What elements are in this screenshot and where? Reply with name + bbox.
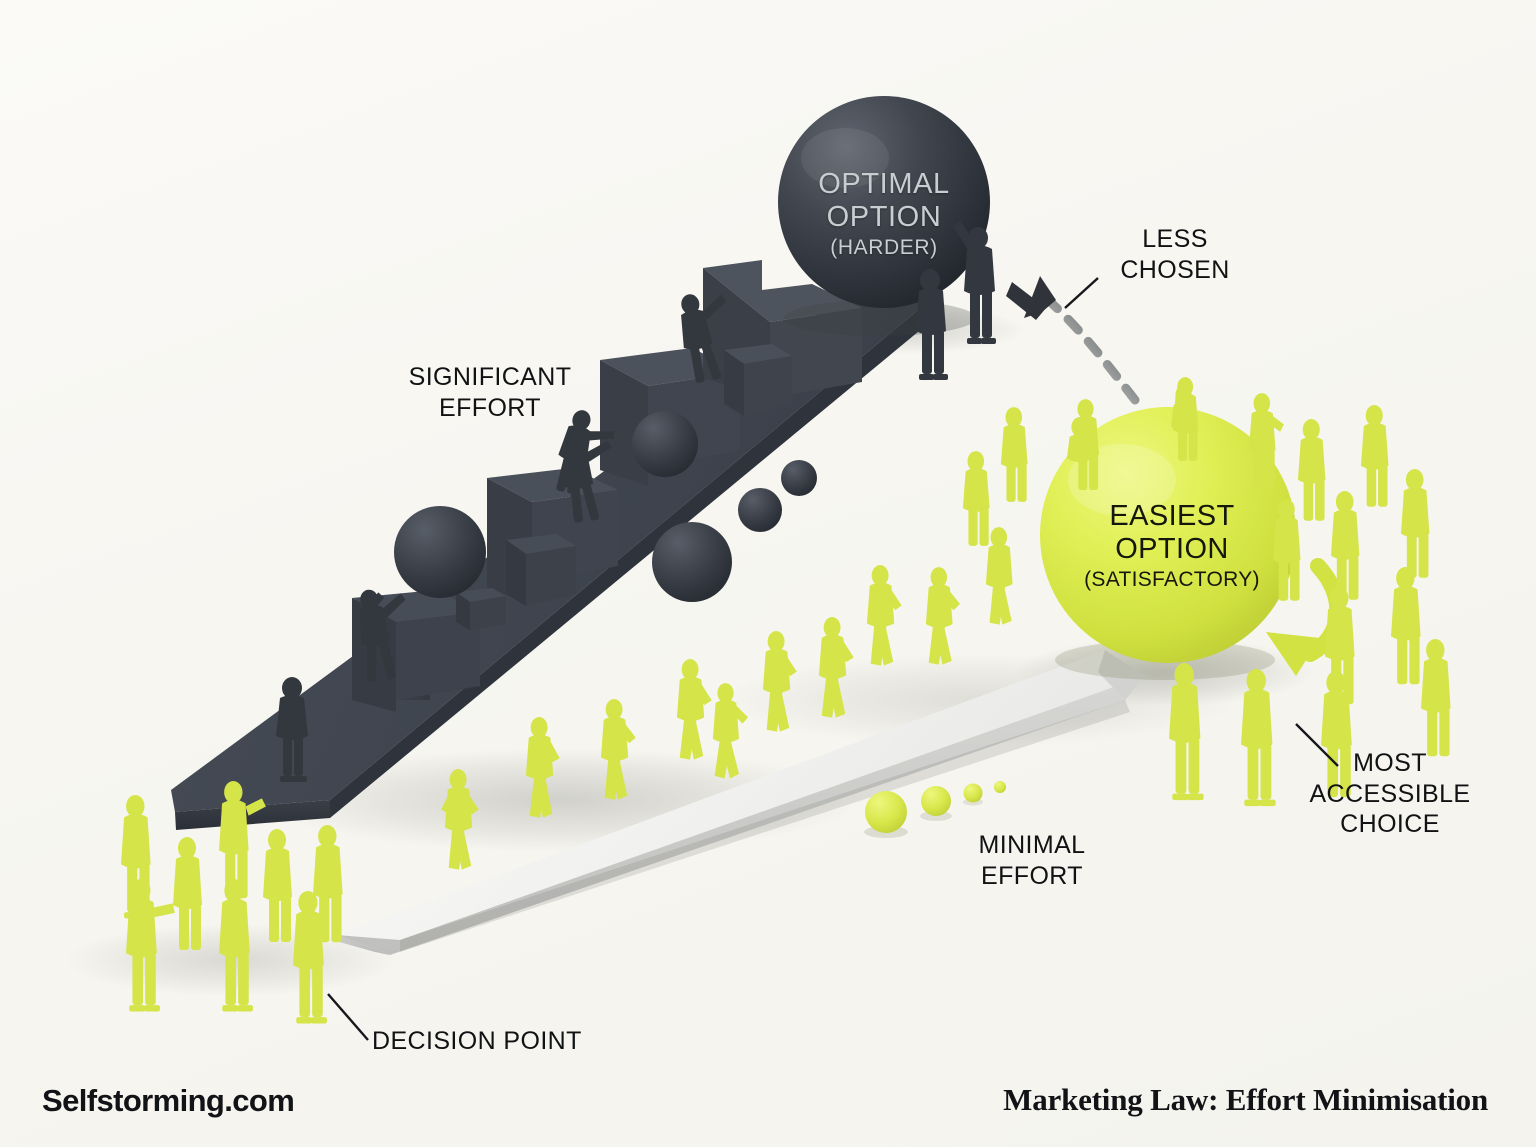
optimal-option-pushers <box>916 221 996 380</box>
lime-walker <box>925 567 960 665</box>
lime-crowd-figure <box>1391 566 1421 685</box>
lime-walker <box>441 769 479 870</box>
decision-point-crowd <box>121 780 343 1024</box>
minimal-effort-ramp <box>332 650 1145 955</box>
most-accessible-leader <box>1295 723 1339 767</box>
lime-crowd-figure <box>1000 407 1028 502</box>
ramp-walking-figures <box>441 527 1013 870</box>
lime-crowd-figure <box>263 829 292 942</box>
brand-wordmark: Selfstorming.com <box>42 1083 295 1118</box>
lime-walker <box>866 565 902 666</box>
lime-crowd-figure <box>1169 662 1204 801</box>
lime-walker <box>985 527 1013 625</box>
leader-lines <box>327 723 1339 1041</box>
lime-crowd-figure <box>1325 586 1355 705</box>
lime-walker <box>525 717 560 818</box>
minimal-effort-spheres <box>864 781 1006 838</box>
dark-figure-pusher-upper <box>953 221 996 344</box>
lime-crowd-figure <box>1248 393 1284 488</box>
lime-crowd-figure <box>1400 469 1430 578</box>
staircase-obstacle-cubes <box>456 344 792 630</box>
easiest-option-crowd <box>962 377 1451 807</box>
lime-crowd-figure <box>1241 668 1276 807</box>
dark-figure-pushing <box>556 410 614 495</box>
lime-walker <box>676 659 712 760</box>
less-chosen-arrow <box>1006 276 1140 405</box>
decision-point-leader <box>327 993 369 1041</box>
lime-crowd-figure <box>126 878 175 1012</box>
lime-crowd-figure <box>1421 638 1451 757</box>
dark-figure-standing <box>276 677 308 782</box>
lime-crowd-figure <box>219 878 253 1012</box>
lime-crowd-figure <box>313 824 343 943</box>
lime-walker <box>712 683 748 779</box>
staircase-obstacle-spheres <box>394 411 817 602</box>
lime-crowd-figure <box>1321 670 1352 798</box>
dark-figure-bystander <box>916 269 948 380</box>
lime-crowd-figure <box>1066 417 1093 463</box>
lime-walker <box>600 699 636 800</box>
lime-crowd-figure <box>1297 419 1326 521</box>
lime-walker <box>762 631 797 732</box>
lime-crowd-figure <box>1272 499 1301 601</box>
lime-walker <box>818 617 854 718</box>
lime-crowd-figure <box>1170 385 1197 431</box>
lime-crowd-figure <box>962 451 990 546</box>
dark-climbing-figures <box>276 294 727 782</box>
lime-crowd-figure <box>173 837 202 950</box>
dark-figure-climbing-3 <box>681 294 727 383</box>
lime-crowd-figure <box>293 890 327 1024</box>
footer-caption: Marketing Law: Effort Minimisation <box>1003 1082 1488 1117</box>
dark-figure-climbing-1 <box>359 589 406 682</box>
lime-crowd-figure <box>1360 405 1389 507</box>
